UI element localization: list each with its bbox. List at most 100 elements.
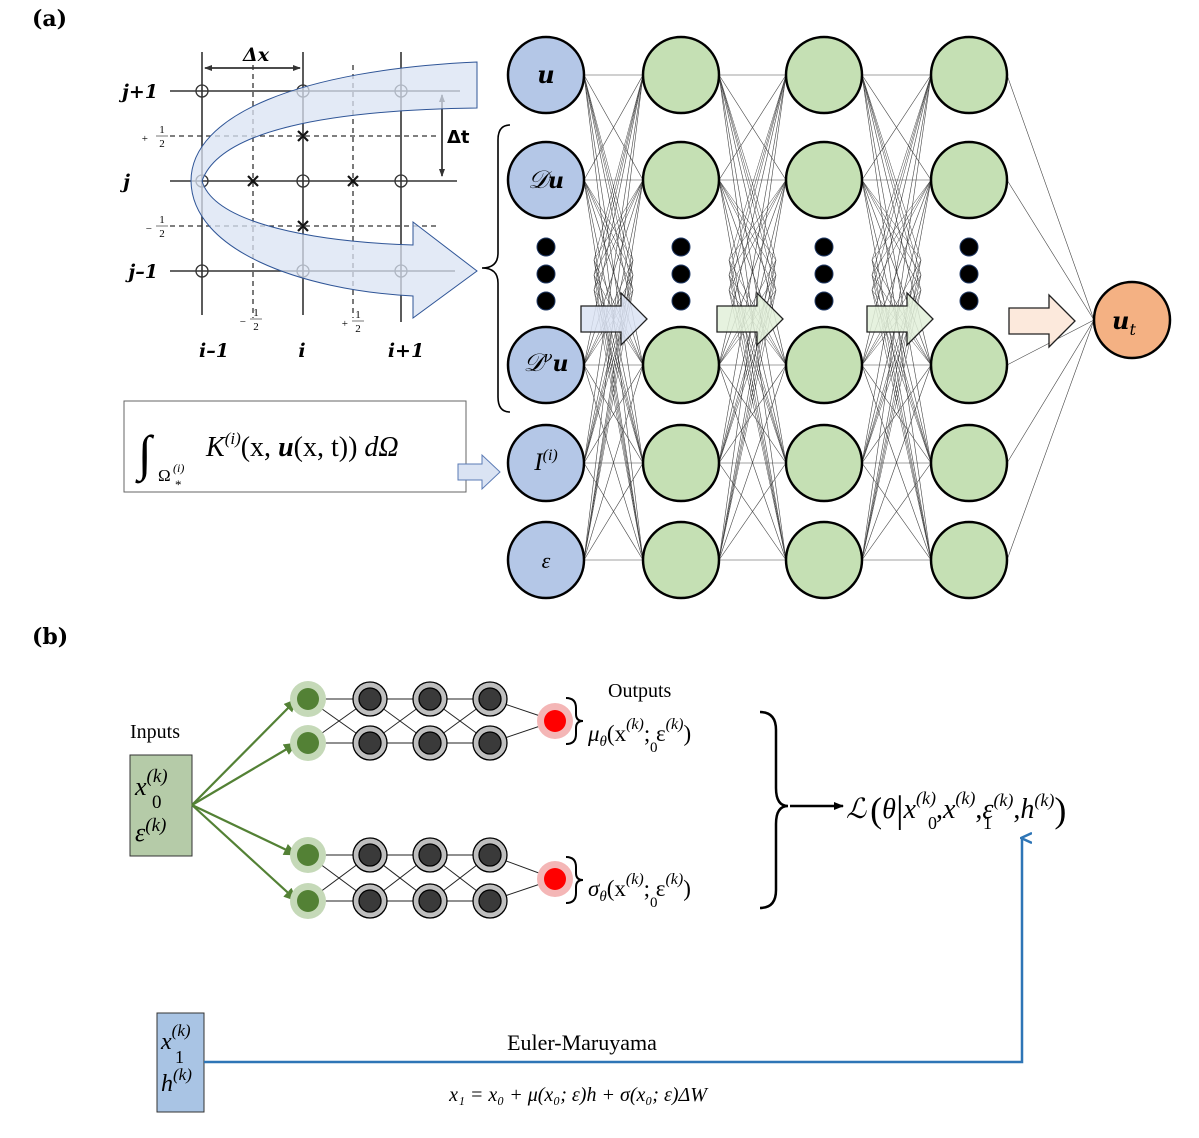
network-edge: [718, 364, 787, 561]
grid-cross-marker: [347, 175, 359, 187]
mu-output-node: [544, 710, 566, 732]
input-node-u: [506, 35, 586, 115]
output-edge: [1006, 74, 1095, 321]
hidden-node: [784, 520, 864, 600]
network-edge: [583, 179, 644, 561]
integral-expression: K(i)(x, u(x, t)) dΩ: [205, 429, 399, 463]
svg-text:−: −: [146, 223, 152, 235]
network-edge: [718, 462, 787, 561]
ellipsis-dot: [959, 237, 979, 257]
network-edge: [583, 364, 644, 464]
network-edge: [861, 179, 932, 561]
svg-text:2: 2: [355, 323, 361, 335]
network-edge: [728, 259, 787, 464]
subnet-hidden-node: [358, 731, 382, 755]
hidden-node: [641, 35, 721, 115]
subnet-hidden-node: [358, 889, 382, 913]
hidden-node: [929, 325, 1009, 405]
input-fan-arrow: [191, 698, 298, 806]
integral-sign: ∫: [135, 425, 155, 484]
half-label-col-plus: + 1 2: [342, 309, 364, 335]
output-edge: [1006, 319, 1095, 464]
input-fan-arrow: [191, 804, 298, 856]
half-label-row-plus: + 1 2: [142, 124, 168, 150]
subnet-input-node: [297, 844, 319, 866]
network-edge: [861, 179, 922, 261]
svg-text:1: 1: [175, 1047, 184, 1067]
network-edge: [871, 179, 932, 276]
svg-text:0: 0: [650, 895, 658, 911]
input-node-Du-label: 𝒟u: [528, 167, 564, 194]
input-node-u-label: u: [537, 60, 554, 89]
sigma-output-node: [544, 868, 566, 890]
inputs-title: Inputs: [130, 721, 180, 743]
update-equation: x₁ = x₀ + μ(x₀; ε)h + σ(x₀; ε)ΔW: [448, 1084, 709, 1106]
network-edge: [583, 179, 634, 291]
subnet-hidden-node: [478, 889, 502, 913]
layer-flow-arrows: [580, 291, 1076, 349]
subnet-input-node: [297, 732, 319, 754]
panel-b-nodes: [290, 681, 573, 919]
svg-text:1: 1: [355, 309, 361, 321]
network-edge: [861, 179, 932, 366]
network-edge: [728, 179, 787, 291]
ellipsis-dot: [671, 237, 691, 257]
network-edge: [861, 74, 922, 291]
network-edge: [583, 179, 634, 276]
network-edge: [583, 259, 634, 464]
grid-cross-marker: [297, 130, 309, 142]
network-edge: [718, 74, 777, 276]
subnet-hidden-node: [358, 687, 382, 711]
ellipsis-dot: [814, 237, 834, 257]
ellipsis-dot: [814, 291, 834, 311]
svg-text:h(k): h(k): [161, 1065, 192, 1097]
svg-text:−: −: [240, 316, 246, 328]
half-label-row-minus: − 1 2: [146, 214, 168, 240]
grid-node-circle: [394, 174, 408, 188]
col-label-i-plus-1: i+1: [388, 340, 424, 362]
svg-text:2: 2: [159, 228, 165, 240]
network-edge: [728, 74, 787, 291]
network-edge: [583, 364, 644, 561]
network-edge: [871, 259, 932, 464]
network-edge: [728, 74, 787, 276]
row-label-j-plus-1: j+1: [118, 81, 158, 103]
svg-text:1: 1: [253, 307, 259, 319]
network-edge: [583, 462, 644, 561]
outputs-title: Outputs: [608, 680, 672, 702]
network-edge: [583, 74, 634, 276]
hidden-node: [784, 35, 864, 115]
network-edge: [861, 74, 922, 261]
network-edge: [583, 74, 644, 464]
network-edge: [861, 74, 932, 464]
network-edge: [718, 74, 777, 291]
input-fan-arrow: [191, 742, 298, 806]
network-edge: [593, 74, 644, 261]
network-edge: [593, 74, 644, 276]
grid-node-circle: [296, 174, 310, 188]
svg-text:0: 0: [650, 740, 658, 756]
network-edges: [583, 74, 1095, 561]
svg-text:+: +: [142, 133, 148, 145]
subnet-hidden-node: [418, 843, 442, 867]
panel-a-label: (a): [32, 6, 67, 32]
network-edge: [871, 74, 932, 276]
network-edge: [871, 179, 932, 261]
stencil-swirl-arrow: [190, 61, 478, 319]
mu-brace: [565, 697, 584, 745]
half-label-col-minus: − 1 2: [240, 307, 262, 333]
svg-text:0: 0: [152, 792, 162, 813]
network-edge: [583, 179, 644, 366]
subnet-hidden-node: [418, 687, 442, 711]
network-edge: [718, 74, 787, 464]
grid-node-circle: [195, 84, 209, 98]
network-edge: [871, 179, 932, 291]
hidden-node: [929, 423, 1009, 503]
mu-output-label: μθ(x(k); ε(k)): [587, 716, 691, 750]
svg-text:+: +: [342, 318, 348, 330]
network-edge: [728, 74, 787, 261]
grid-cross-marker: [247, 175, 259, 187]
ellipsis-dot: [959, 264, 979, 284]
combine-brace: [759, 710, 789, 910]
dt-label: Δt: [447, 127, 470, 148]
